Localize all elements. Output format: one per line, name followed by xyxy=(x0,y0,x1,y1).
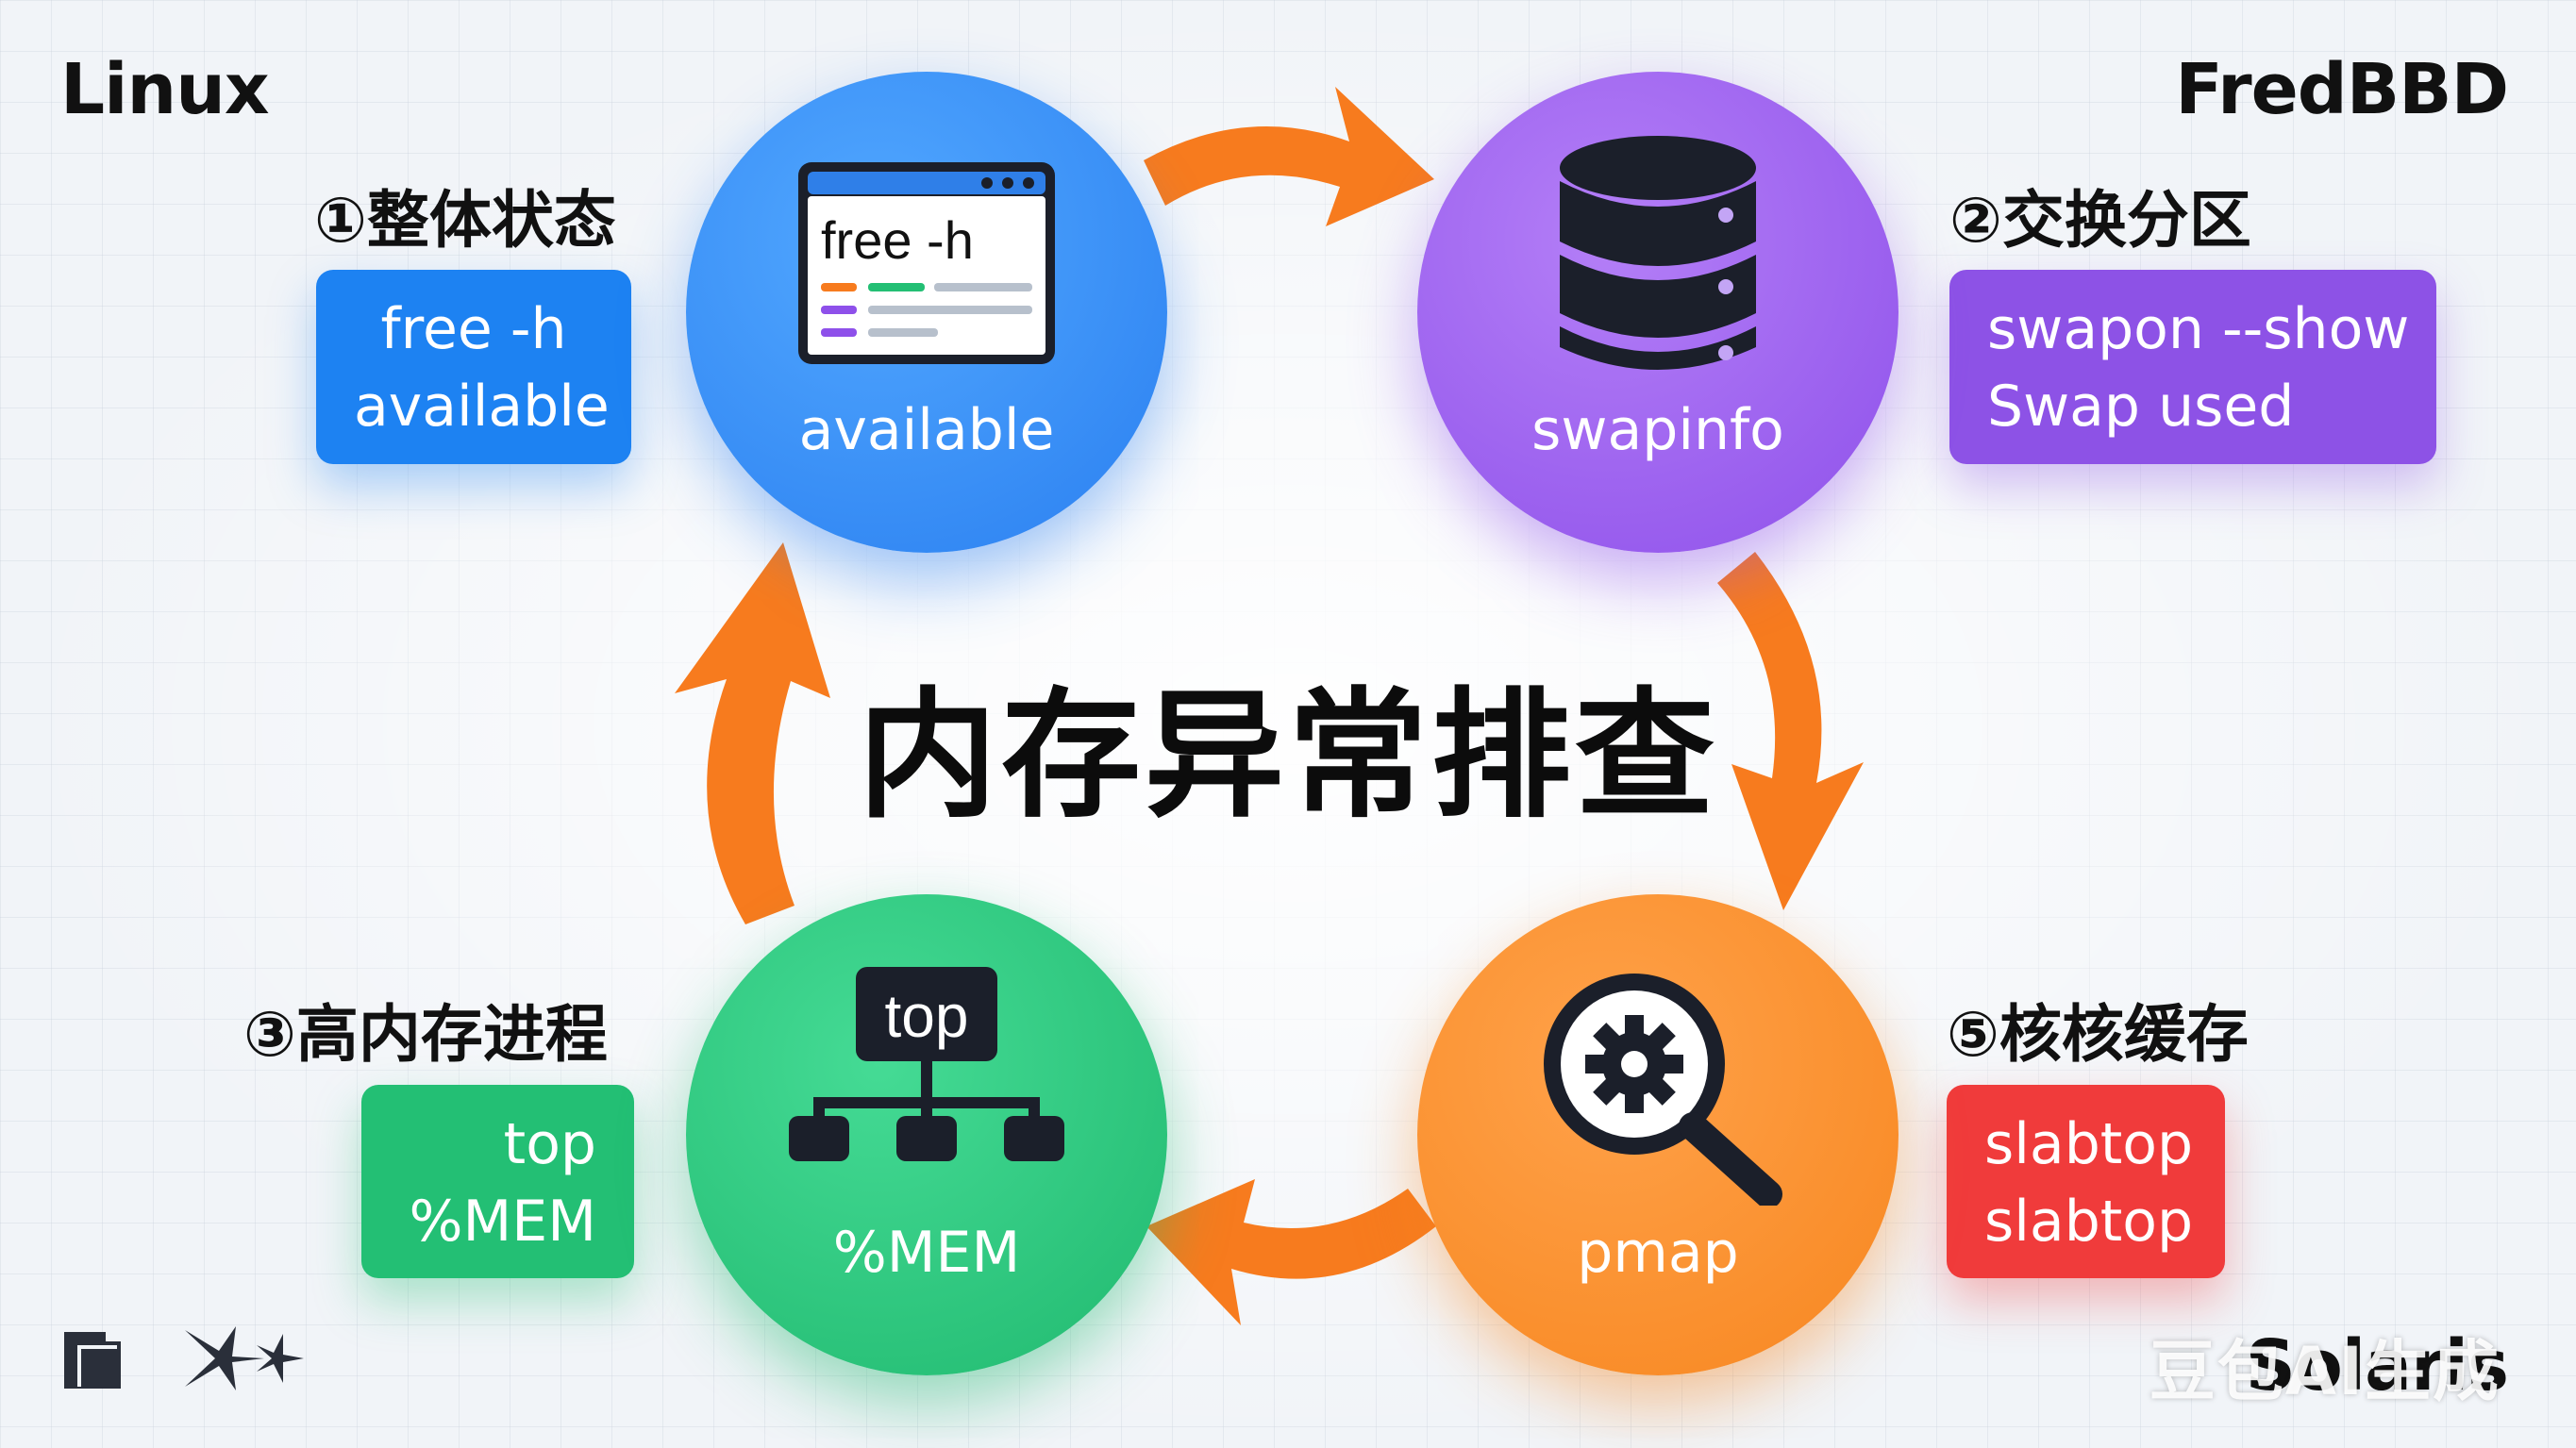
step-2-line-2: Swap used xyxy=(1987,374,2295,440)
step-1-line-1: free -h xyxy=(380,296,567,362)
step-1-line-2: available xyxy=(354,374,610,440)
terminal-command-text: free -h xyxy=(821,210,974,270)
terminal-window-icon: free -h xyxy=(798,162,1055,364)
step-5-card: slabtop slabtop xyxy=(1947,1085,2225,1278)
step-2-card: swapon --show Swap used xyxy=(1949,270,2436,464)
corner-label-fredbbd: FredBBD xyxy=(2175,49,2509,130)
node-swapinfo: swapinfo xyxy=(1417,72,1899,553)
step-5-line-2: slabtop xyxy=(1984,1189,2194,1255)
document-logo-icon xyxy=(64,1332,121,1389)
arrow-left xyxy=(675,542,830,924)
step-3-heading: ③高内存进程 xyxy=(243,998,608,1071)
node-available-label: available xyxy=(798,397,1055,463)
step-3-card: top %MEM xyxy=(361,1085,634,1278)
magnifier-gear-icon xyxy=(1544,974,1782,1206)
step-1-heading: ①整体状态 xyxy=(314,184,616,257)
step-1-card: free -h available xyxy=(316,270,631,464)
step-2-line-1: swapon --show xyxy=(1987,296,2410,362)
corner-label-linux: Linux xyxy=(60,49,270,130)
arrow-top xyxy=(1144,87,1434,226)
step-5-heading: ⑤核核缓存 xyxy=(1947,998,2249,1071)
process-tree-root-text: top xyxy=(885,982,969,1050)
watermark: 豆包AI生成 xyxy=(2149,1333,2501,1410)
corner-label-solaris: Solaris xyxy=(2245,1325,2509,1406)
node-pmap: pmap xyxy=(1417,894,1899,1375)
step-5-line-1: slabtop xyxy=(1984,1111,2194,1177)
step-3-line-1: top xyxy=(503,1111,596,1177)
diagram-title: 内存异常排查 xyxy=(858,674,1718,837)
step-3-line-2: %MEM xyxy=(409,1189,596,1255)
database-icon xyxy=(1560,136,1756,370)
process-tree-icon: top xyxy=(789,967,1064,1161)
arrow-bottom xyxy=(1146,1179,1436,1325)
arrow-right xyxy=(1717,552,1864,910)
sparkle-logo-icon xyxy=(185,1326,304,1390)
node-mem-label: %MEM xyxy=(832,1220,1021,1286)
step-2-heading: ②交换分区 xyxy=(1949,184,2251,257)
node-swapinfo-label: swapinfo xyxy=(1531,397,1784,463)
node-mem: top %MEM xyxy=(686,894,1167,1375)
node-pmap-label: pmap xyxy=(1577,1220,1739,1286)
node-available: free -h available xyxy=(686,72,1167,553)
